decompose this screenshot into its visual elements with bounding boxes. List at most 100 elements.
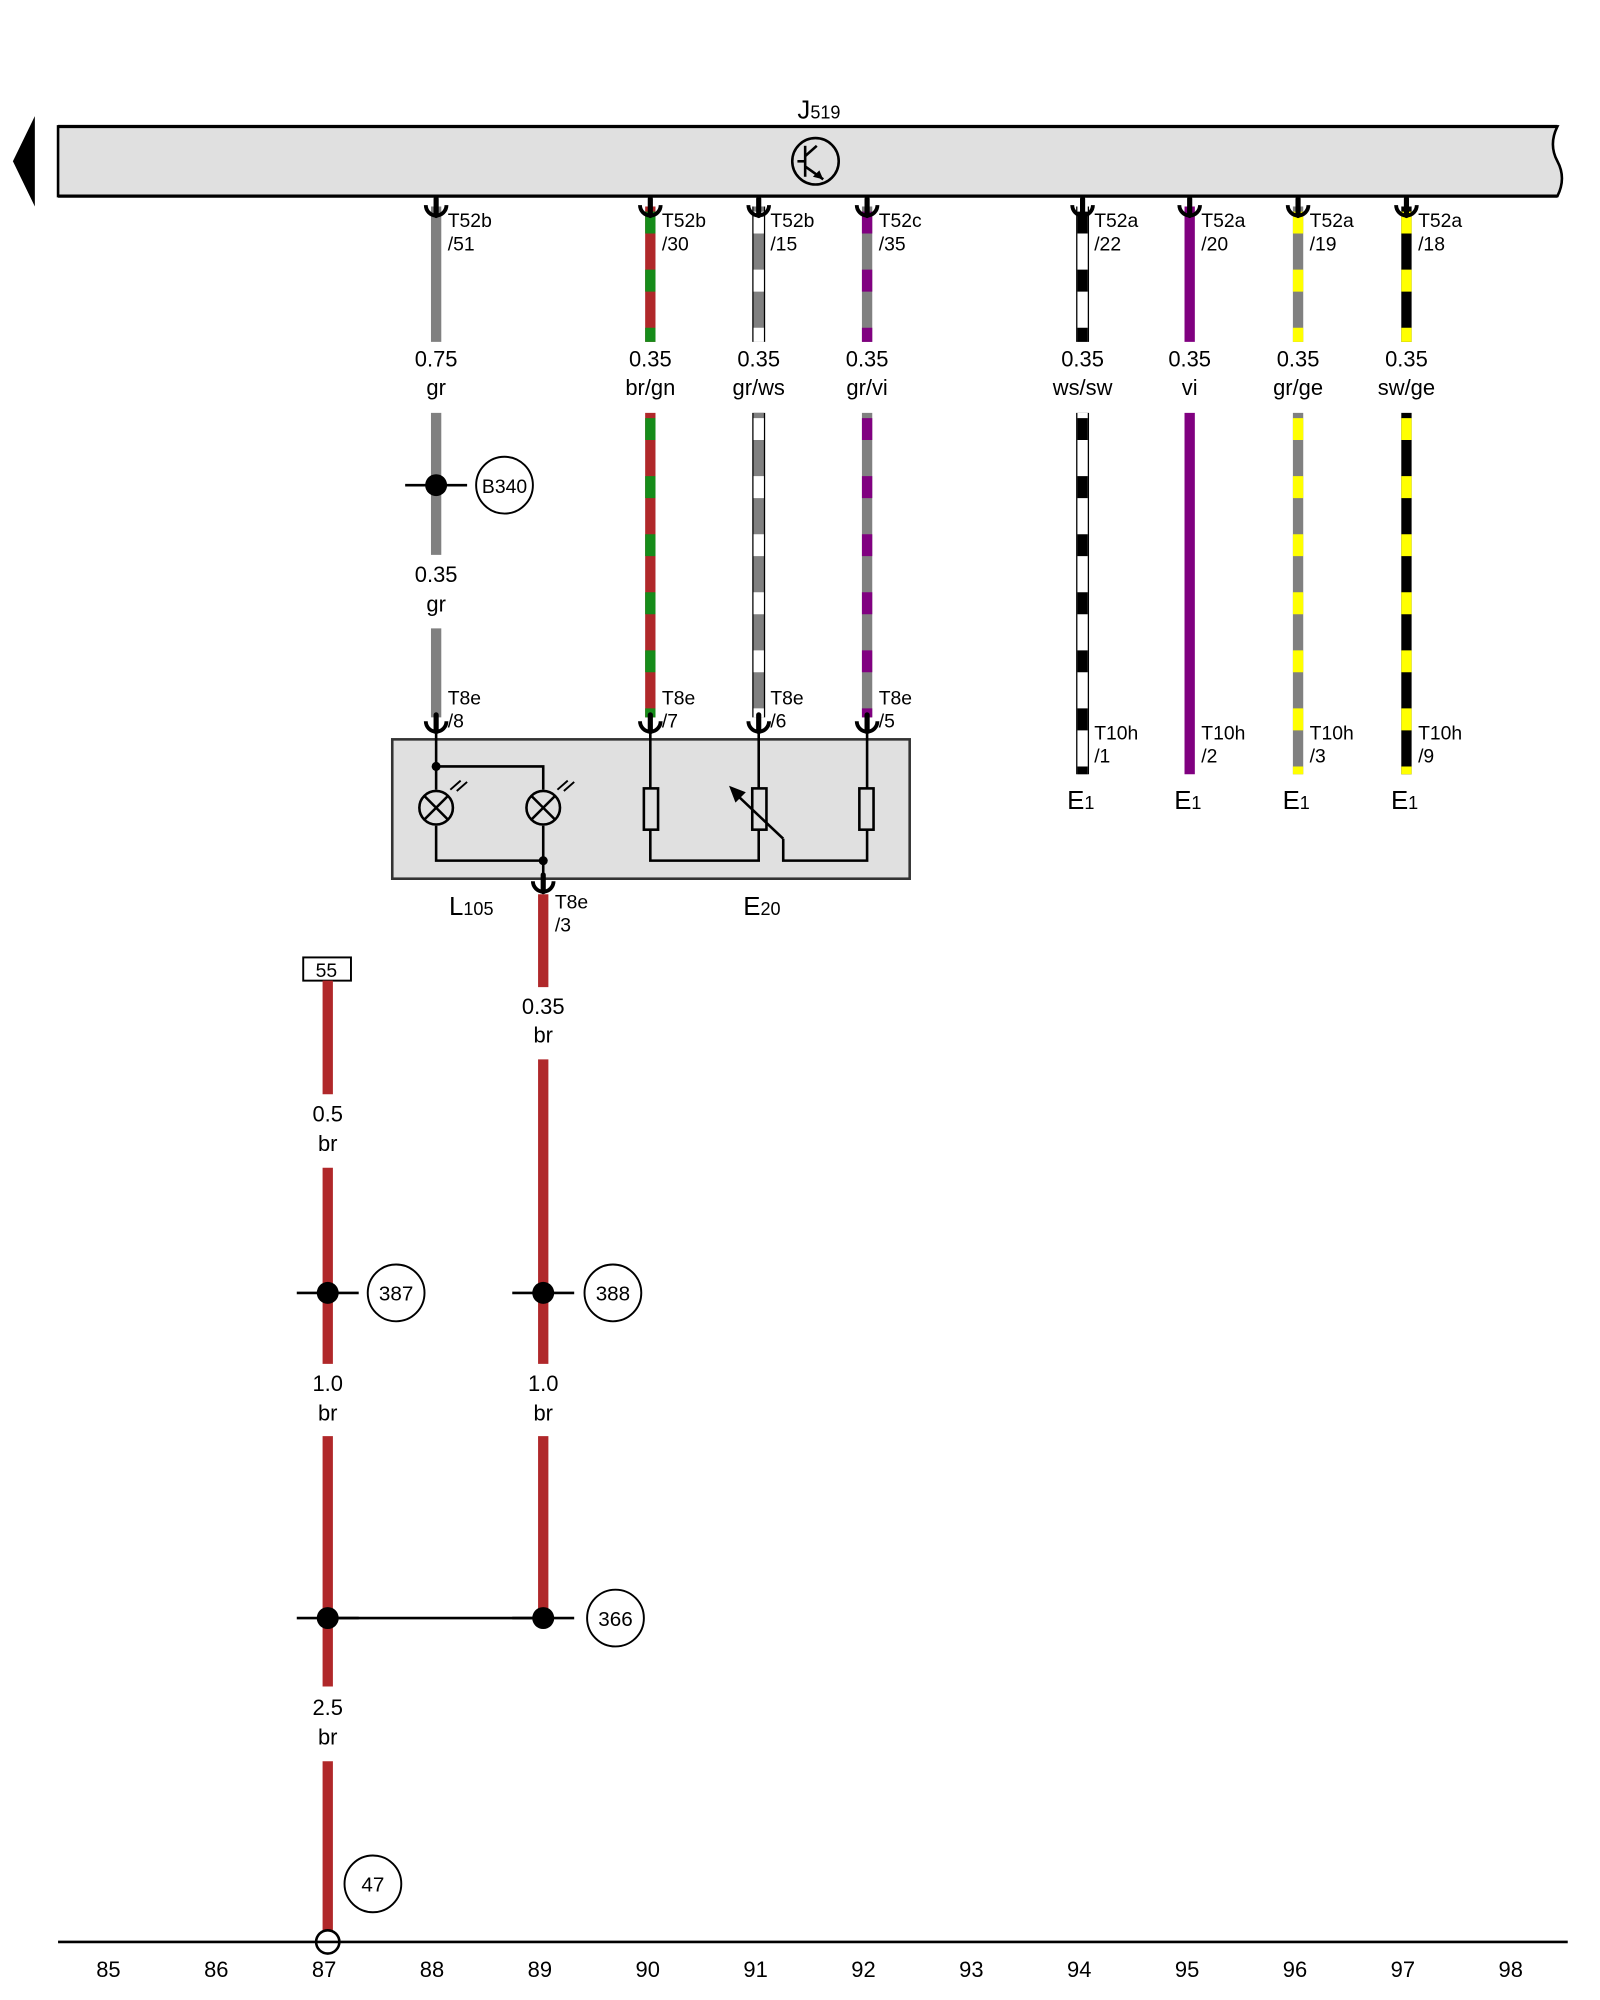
- connector-pin-label: /3: [555, 915, 571, 937]
- track-number: 94: [1067, 1957, 1091, 1982]
- connector-pin-label: /8: [448, 711, 464, 733]
- splice-label-circle: [366, 1263, 426, 1323]
- connector-label: T8e: [662, 688, 695, 710]
- connector-pin-label: /2: [1201, 746, 1217, 768]
- connector-pin-label: /22: [1094, 233, 1121, 255]
- wire-color-label: gr: [426, 592, 446, 617]
- wire-size-label: 0.35: [1385, 346, 1428, 371]
- wire-size-label: 0.35: [629, 346, 672, 371]
- track-number: 91: [743, 1957, 767, 1982]
- wire-color-label: br: [533, 1401, 553, 1426]
- resistor-icon: [642, 787, 660, 831]
- wire-color-label: gr/vi: [846, 375, 887, 400]
- ground-ref-label: E1: [1283, 787, 1310, 815]
- connector-label: T52a: [1094, 210, 1138, 232]
- ground-point-circle: [343, 1854, 403, 1914]
- splice-label-circle: [583, 1263, 643, 1323]
- wire-size-label: 0.35: [1168, 346, 1211, 371]
- splice-label-circle: [475, 455, 534, 515]
- sensor-label: E20: [743, 893, 780, 921]
- wire-color-label: br: [318, 1725, 338, 1750]
- connector-pin-label: /35: [879, 233, 906, 255]
- track-number: 88: [420, 1957, 444, 1982]
- wire-size-label: 0.75: [415, 346, 458, 371]
- track-number: 92: [851, 1957, 875, 1982]
- connector-pin-label: /9: [1418, 746, 1434, 768]
- connector-pin-label: /15: [770, 233, 797, 255]
- wire-size-label: 0.35: [737, 346, 780, 371]
- splice-dot: [532, 1607, 555, 1630]
- splice-label: B340: [482, 476, 527, 498]
- connector-label: T8e: [879, 688, 912, 710]
- component-circuit: [418, 729, 875, 891]
- splice-dot: [316, 1281, 339, 1304]
- connector-label: T52c: [879, 210, 922, 232]
- ground-ref-label: E1: [1391, 787, 1418, 815]
- connector-label: T10h: [1310, 722, 1354, 744]
- track-number: 97: [1391, 1957, 1415, 1982]
- control-unit-label: J519: [797, 97, 840, 125]
- lamp-icon: [418, 789, 455, 826]
- connector-pin-label: /19: [1310, 233, 1337, 255]
- splice-dot: [316, 1607, 339, 1630]
- connector-label: T52a: [1418, 210, 1462, 232]
- connector-pin-label: /5: [879, 711, 895, 733]
- track-number: 86: [204, 1957, 228, 1982]
- wire-size-label: 0.35: [1061, 346, 1104, 371]
- wire-color-label: br: [318, 1131, 338, 1156]
- track-number: 90: [636, 1957, 660, 1982]
- wire-size-label: 0.35: [522, 994, 565, 1019]
- wire-color-label: gr/ws: [733, 375, 785, 400]
- wire-color-label: ws/sw: [1052, 375, 1113, 400]
- splice-label: 388: [596, 1283, 630, 1306]
- connector-label: T52b: [448, 210, 492, 232]
- splice-label-circle: [586, 1588, 645, 1648]
- connector-label: T8e: [770, 688, 803, 710]
- terminal-label: 55: [316, 960, 338, 982]
- wire-size-label: 0.35: [846, 346, 889, 371]
- connector-label: T52b: [662, 210, 706, 232]
- wire-size-label: 1.0: [528, 1371, 558, 1396]
- connector-pin-label: /6: [770, 711, 786, 733]
- splice-label: 366: [598, 1608, 632, 1631]
- connector-pin-label: /3: [1310, 746, 1326, 768]
- connector-label: T10h: [1418, 722, 1462, 744]
- wire-size-label: 0.35: [1277, 346, 1320, 371]
- connector-pin-label: /30: [662, 233, 689, 255]
- control-unit-j519: [56, 125, 1564, 198]
- wire-color-label: gr: [426, 375, 446, 400]
- wire-color-label: br: [318, 1401, 338, 1426]
- wire-color-label: sw/ge: [1378, 375, 1435, 400]
- ground-point-label: 47: [361, 1874, 384, 1897]
- wire-size-label: 0.35: [415, 562, 458, 587]
- splice-dot: [532, 1281, 555, 1304]
- wire-color-label: br: [533, 1023, 553, 1048]
- connector-pin-label: /18: [1418, 233, 1445, 255]
- lamp-icon: [525, 789, 562, 826]
- previous-page-arrow-icon: [12, 116, 35, 207]
- splice-dot: [425, 474, 448, 497]
- wire-color-label: br/gn: [625, 375, 675, 400]
- track-number: 96: [1283, 1957, 1307, 1982]
- resistor-icon: [858, 787, 875, 831]
- connector-pin-label: /20: [1201, 233, 1228, 255]
- connector-label: T8e: [555, 891, 588, 913]
- connector-label: T52b: [770, 210, 814, 232]
- track-number: 98: [1499, 1957, 1523, 1982]
- top-wires: T52b/510.75grB3400.35grT8e/8T52b/300.35b…: [405, 196, 1462, 815]
- splice-label: 387: [379, 1283, 413, 1306]
- transistor-icon: [790, 136, 840, 186]
- track-number: 89: [528, 1957, 552, 1982]
- connector-pin-label: /51: [448, 233, 475, 255]
- wire-size-label: 1.0: [312, 1371, 342, 1396]
